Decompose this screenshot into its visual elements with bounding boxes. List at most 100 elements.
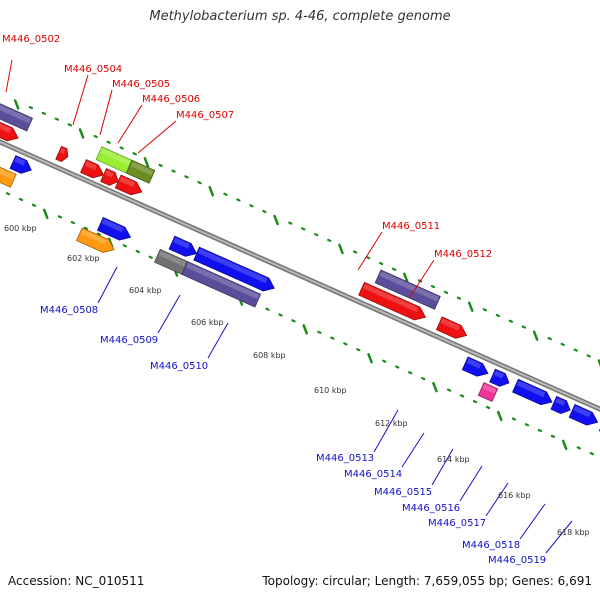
gene-feature-highlight [440, 318, 460, 331]
tick-mark [576, 446, 582, 450]
reverse-gene-connector [207, 322, 229, 359]
gene-feature-highlight [0, 123, 12, 134]
forward-gene-label[interactable]: M446_0505 [112, 79, 170, 90]
gene-feature-highlight [0, 104, 32, 124]
tick-mark [236, 198, 241, 202]
tick-mark [330, 336, 335, 340]
tick-mark [158, 163, 163, 167]
gene-feature-highlight [158, 250, 187, 267]
tick-mark [395, 365, 400, 369]
reverse-gene-label[interactable]: M446_0515 [374, 487, 432, 498]
tick-mark [443, 290, 449, 294]
tick-mark [41, 111, 47, 115]
reverse-gene-label[interactable]: M446_0519 [488, 555, 546, 566]
tick-mark [485, 405, 491, 410]
tick-marks [5, 99, 600, 456]
tick-mark [278, 313, 283, 317]
scale-label: 608 kbp [253, 351, 286, 360]
tick-mark [508, 319, 514, 323]
tick-mark [391, 267, 397, 271]
tick-mark [67, 123, 72, 127]
reverse-gene-label[interactable]: M446_0513 [316, 453, 374, 464]
genome-backbone [0, 139, 600, 412]
reverse-gene-connector [545, 520, 573, 554]
gene-feature-highlight [466, 358, 482, 369]
tick-mark [13, 99, 20, 110]
forward-gene-connector [137, 120, 177, 154]
reverse-gene-connector [373, 409, 399, 453]
tick-mark [327, 238, 332, 243]
forward-gene-label[interactable]: M446_0512 [434, 249, 492, 260]
tick-mark [524, 423, 530, 427]
tick-mark [122, 244, 127, 248]
forward-gene-label[interactable]: M446_0504 [64, 64, 122, 75]
tick-mark [135, 249, 140, 254]
gene-feature-highlight [104, 169, 114, 178]
tick-mark [537, 428, 543, 433]
gene-feature-highlight [101, 218, 124, 233]
tick-mark [18, 197, 24, 202]
scale-label: 610 kbp [314, 386, 347, 395]
tick-mark [273, 214, 279, 226]
gene-feature-highlight [80, 229, 108, 245]
label-connectors [5, 59, 573, 554]
tick-mark [301, 227, 306, 231]
reverse-gene-connector [157, 294, 181, 334]
forward-gene-connector [117, 104, 143, 144]
forward-gene-label[interactable]: M446_0507 [176, 110, 234, 121]
tick-mark [57, 215, 63, 219]
tick-mark [532, 330, 539, 341]
gene-feature-highlight [84, 160, 97, 171]
gene-labels: M446_0502M446_0504M446_0505M446_0506M446… [2, 34, 546, 566]
tick-mark [597, 359, 600, 367]
reverse-gene-label[interactable]: M446_0510 [150, 361, 208, 372]
reverse-gene-label[interactable]: M446_0508 [40, 305, 98, 316]
tick-mark [472, 400, 478, 404]
tick-mark [197, 181, 202, 185]
reverse-gene-connector [97, 266, 118, 304]
tick-mark [407, 371, 413, 375]
tick-mark [249, 204, 254, 208]
tick-mark [586, 354, 591, 358]
scale-label: 612 kbp [375, 419, 408, 428]
tick-mark [420, 376, 426, 381]
gene-feature [550, 395, 571, 415]
tick-mark [171, 169, 176, 173]
tick-mark [119, 146, 124, 150]
reverse-gene-connector [519, 503, 546, 540]
tick-mark [403, 272, 409, 284]
gene-feature-highlight [493, 370, 504, 379]
reverse-gene-label[interactable]: M446_0517 [428, 518, 486, 529]
forward-gene-label[interactable]: M446_0502 [2, 34, 60, 45]
tick-mark [560, 342, 565, 346]
tick-mark [365, 256, 371, 260]
tick-mark [367, 352, 373, 364]
tick-mark [432, 381, 438, 393]
tick-mark [78, 128, 85, 139]
tick-mark [495, 313, 501, 318]
tick-mark [521, 325, 527, 329]
forward-gene-label[interactable]: M446_0506 [142, 94, 200, 105]
forward-gene-connector [99, 89, 113, 136]
forward-gene-label[interactable]: M446_0511 [382, 221, 440, 232]
gene-feature-highlight [362, 283, 419, 313]
map-title: Methylobacterium sp. 4-46, complete geno… [149, 9, 451, 24]
forward-gene-connector [72, 74, 89, 126]
tick-mark [143, 157, 150, 168]
tick-mark [456, 296, 462, 300]
reverse-gene-connector [485, 482, 509, 517]
scale-label: 602 kbp [67, 254, 100, 263]
tick-mark [446, 388, 452, 392]
reverse-gene-label[interactable]: M446_0509 [100, 335, 158, 346]
tick-mark [338, 243, 344, 255]
reverse-gene-label[interactable]: M446_0514 [344, 469, 402, 480]
reverse-gene-label[interactable]: M446_0518 [462, 540, 520, 551]
genome-summary-text: Topology: circular; Length: 7,659,055 bp… [262, 574, 592, 588]
tick-mark [356, 348, 361, 352]
gene-feature-highlight [197, 248, 268, 284]
tick-mark [467, 301, 474, 312]
tick-mark [184, 175, 189, 179]
reverse-gene-label[interactable]: M446_0516 [402, 503, 460, 514]
